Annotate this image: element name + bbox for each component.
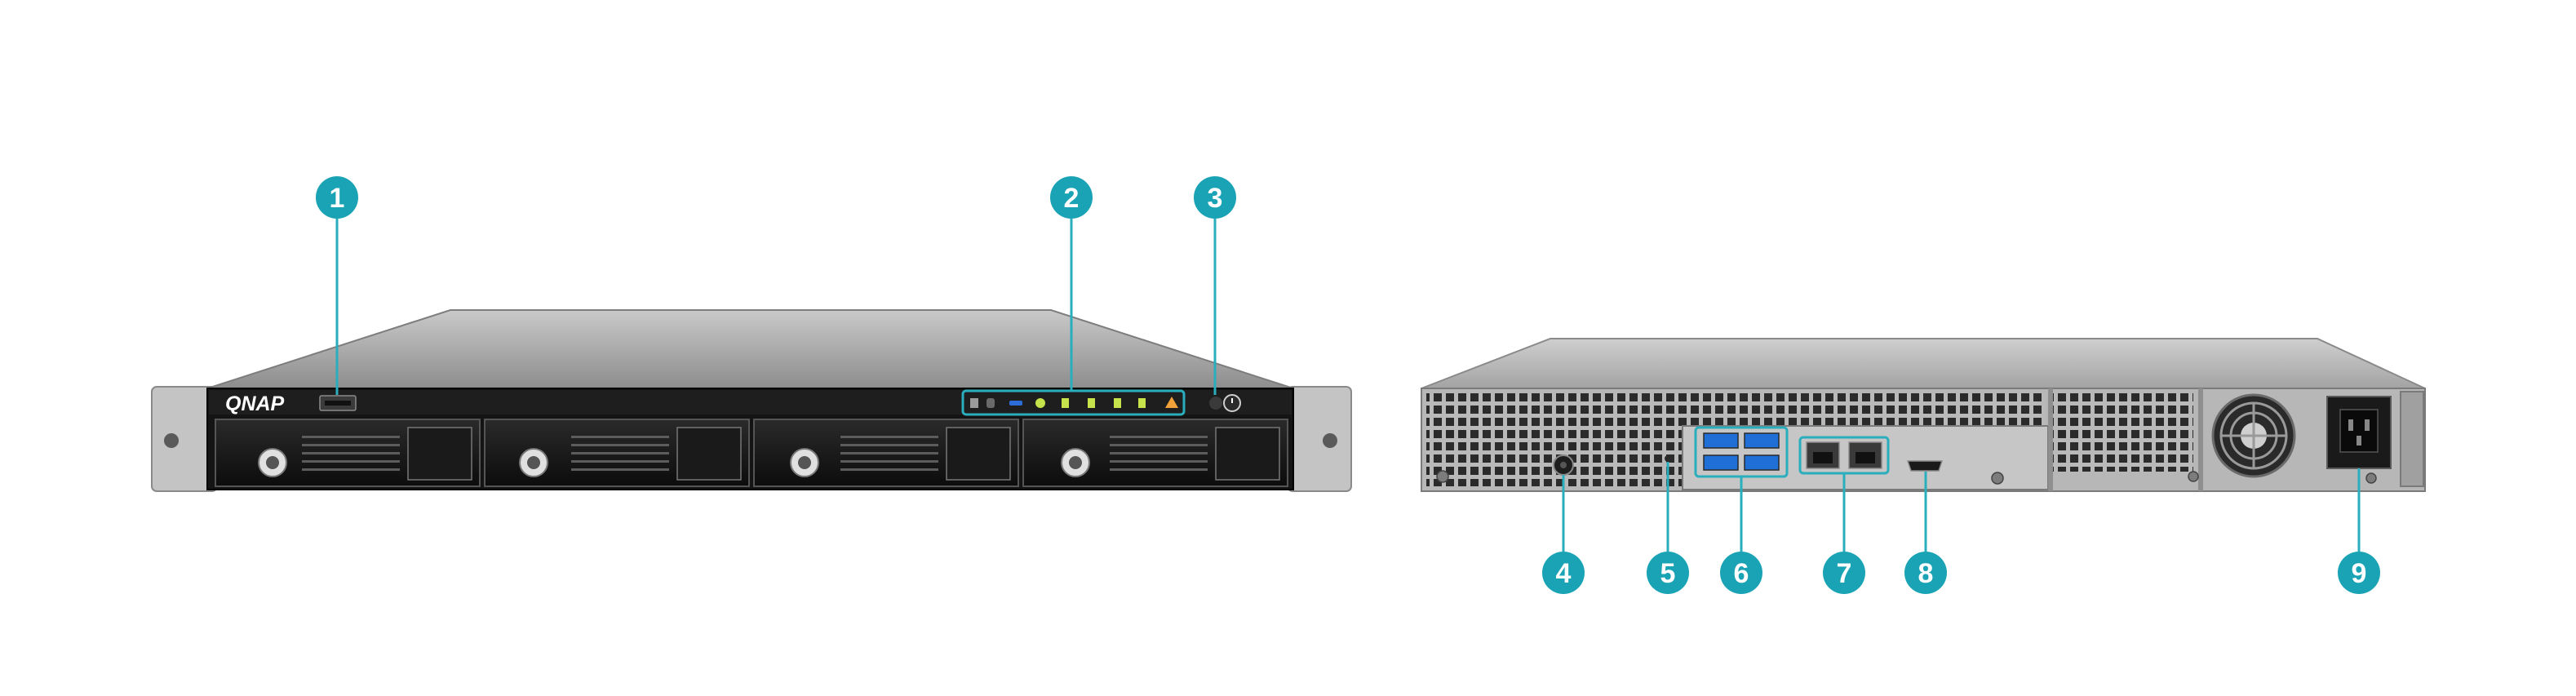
callouts: 1 2 3 4 5 6 7 8 [316, 176, 2380, 594]
callout-badge-8: 8 [1904, 552, 1947, 594]
usb-port-icon [1703, 432, 1739, 449]
rear-screw-psu [2188, 471, 2199, 482]
left-rack-ear-hole [164, 433, 179, 448]
rear-screw-right [2365, 472, 2377, 484]
rear-screw-left [1436, 470, 1449, 483]
led-highlight-box [961, 389, 1186, 416]
led-indicators [961, 389, 1186, 416]
lan-ports [1798, 436, 1890, 475]
rear-right-bracket [2400, 391, 2424, 487]
usb-port-icon [1744, 454, 1780, 471]
power-socket-icon [2339, 409, 2379, 453]
power-button [1209, 394, 1241, 412]
front-panel: QNAP [151, 309, 1352, 492]
qnap-logo: QNAP [225, 392, 285, 415]
rear-screw-io [1991, 472, 2004, 485]
callout-number: 4 [1556, 558, 1572, 589]
callout-number: 8 [1918, 558, 1934, 589]
callout-number: 5 [1660, 558, 1676, 589]
callout-number: 7 [1837, 558, 1852, 589]
reset-pinhole [1665, 455, 1671, 462]
callout-badge-7: 7 [1823, 552, 1865, 594]
hdmi-port [1906, 460, 1944, 472]
right-rack-ear [1287, 386, 1352, 492]
right-vent-grille [2053, 393, 2193, 472]
drive-bays [215, 419, 1288, 487]
led-green-hdd1 [1062, 398, 1069, 408]
drive-bay-3 [753, 419, 1019, 487]
callout-number: 9 [2352, 558, 2367, 589]
led-green-hdd2 [1088, 398, 1095, 408]
led-icon-status [970, 398, 978, 408]
reset-indicator [1209, 397, 1222, 410]
callout-badge-9: 9 [2338, 552, 2380, 594]
callout-number: 3 [1208, 183, 1223, 214]
callout-badge-3: 3 [1194, 176, 1236, 219]
callout-badge-1: 1 [316, 176, 358, 219]
callout-badge-5: 5 [1647, 552, 1689, 594]
callout-badge-2: 2 [1050, 176, 1093, 219]
right-rack-ear-hole [1323, 433, 1337, 448]
usb-port-icon [1703, 454, 1739, 471]
drive-bay-2 [484, 419, 750, 487]
callout-badge-6: 6 [1720, 552, 1762, 594]
usb-ports [1694, 426, 1789, 478]
led-amber-warning [1165, 397, 1178, 408]
rear-chassis-top [1421, 338, 2426, 389]
led-green-hdd4 [1138, 398, 1146, 408]
front-usb-port [319, 395, 357, 411]
lan-port-icon [1848, 441, 1882, 469]
callout-number: 1 [330, 183, 345, 214]
psu-divider-2 [2198, 388, 2203, 491]
led-green-power [1035, 398, 1045, 408]
center-vent-grille [1686, 393, 2045, 426]
front-face-upper-strip [209, 390, 1292, 414]
audio-jack [1553, 454, 1574, 476]
power-socket [2326, 396, 2392, 469]
callout-badge-4: 4 [1542, 552, 1585, 594]
front-chassis-top [206, 309, 1294, 389]
led-green-hdd3 [1114, 398, 1121, 408]
callout-number: 2 [1064, 183, 1080, 214]
callout-number: 6 [1734, 558, 1749, 589]
psu-fan [2211, 393, 2296, 478]
led-icon-lan [987, 398, 995, 408]
drive-bay-4 [1022, 419, 1288, 487]
led-blue [1009, 401, 1022, 406]
psu-divider [2048, 388, 2053, 491]
drive-bay-1 [215, 419, 481, 487]
usb-port-icon [1744, 432, 1780, 449]
rear-panel [1421, 338, 2426, 492]
brand-logo-text: QNAP [225, 392, 285, 415]
hdmi-port-icon [1906, 460, 1944, 472]
